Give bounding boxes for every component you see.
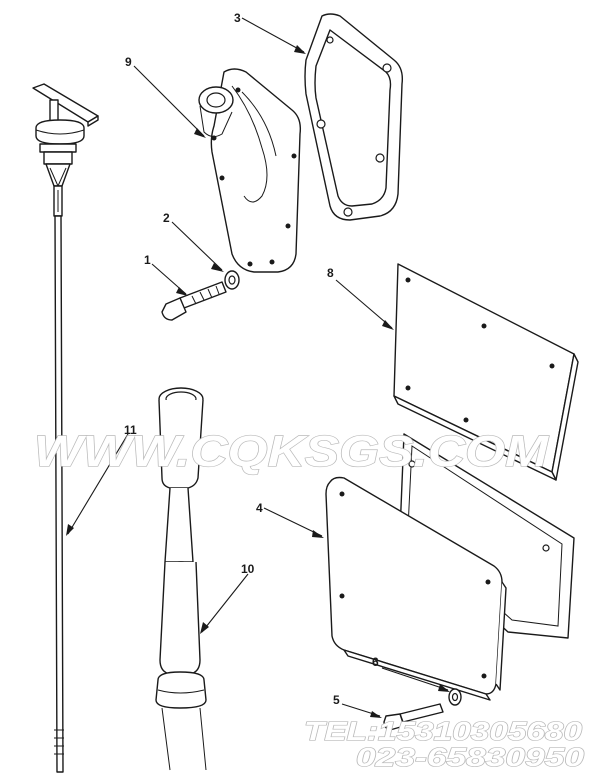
callout-labels: 1 2 3 4 5 6 8 9 10 11 — [124, 11, 379, 707]
callout-5: 5 — [333, 693, 340, 707]
leader-lines — [66, 17, 450, 718]
callout-8: 8 — [327, 266, 334, 280]
watermark-site: WWW.CQKSGS.COM — [34, 427, 550, 476]
plate-part — [393, 263, 579, 481]
callout-10: 10 — [241, 562, 255, 576]
callout-9: 9 — [125, 55, 132, 69]
callout-4: 4 — [256, 501, 263, 515]
washer-small-part — [448, 688, 462, 706]
callout-1: 1 — [144, 253, 151, 267]
cover-gasket-part — [304, 13, 404, 221]
cover-plate-part — [325, 476, 507, 701]
dipstick-part — [32, 83, 99, 773]
watermark-tel: TEL:15310305680 — [304, 716, 583, 746]
callout-3: 3 — [234, 11, 241, 25]
watermark-phone: 023-65830950 — [356, 742, 585, 772]
capscrew-small-part — [383, 703, 444, 731]
fill-tube-part — [155, 387, 207, 771]
callout-6: 6 — [372, 655, 379, 669]
capscrew-part — [161, 281, 227, 321]
callout-2: 2 — [163, 211, 170, 225]
washer-part — [224, 270, 240, 290]
watermark: WWW.CQKSGS.COM TEL:15310305680 023-65830… — [33, 426, 585, 772]
front-cover-part — [198, 68, 302, 273]
callout-11: 11 — [124, 423, 137, 437]
